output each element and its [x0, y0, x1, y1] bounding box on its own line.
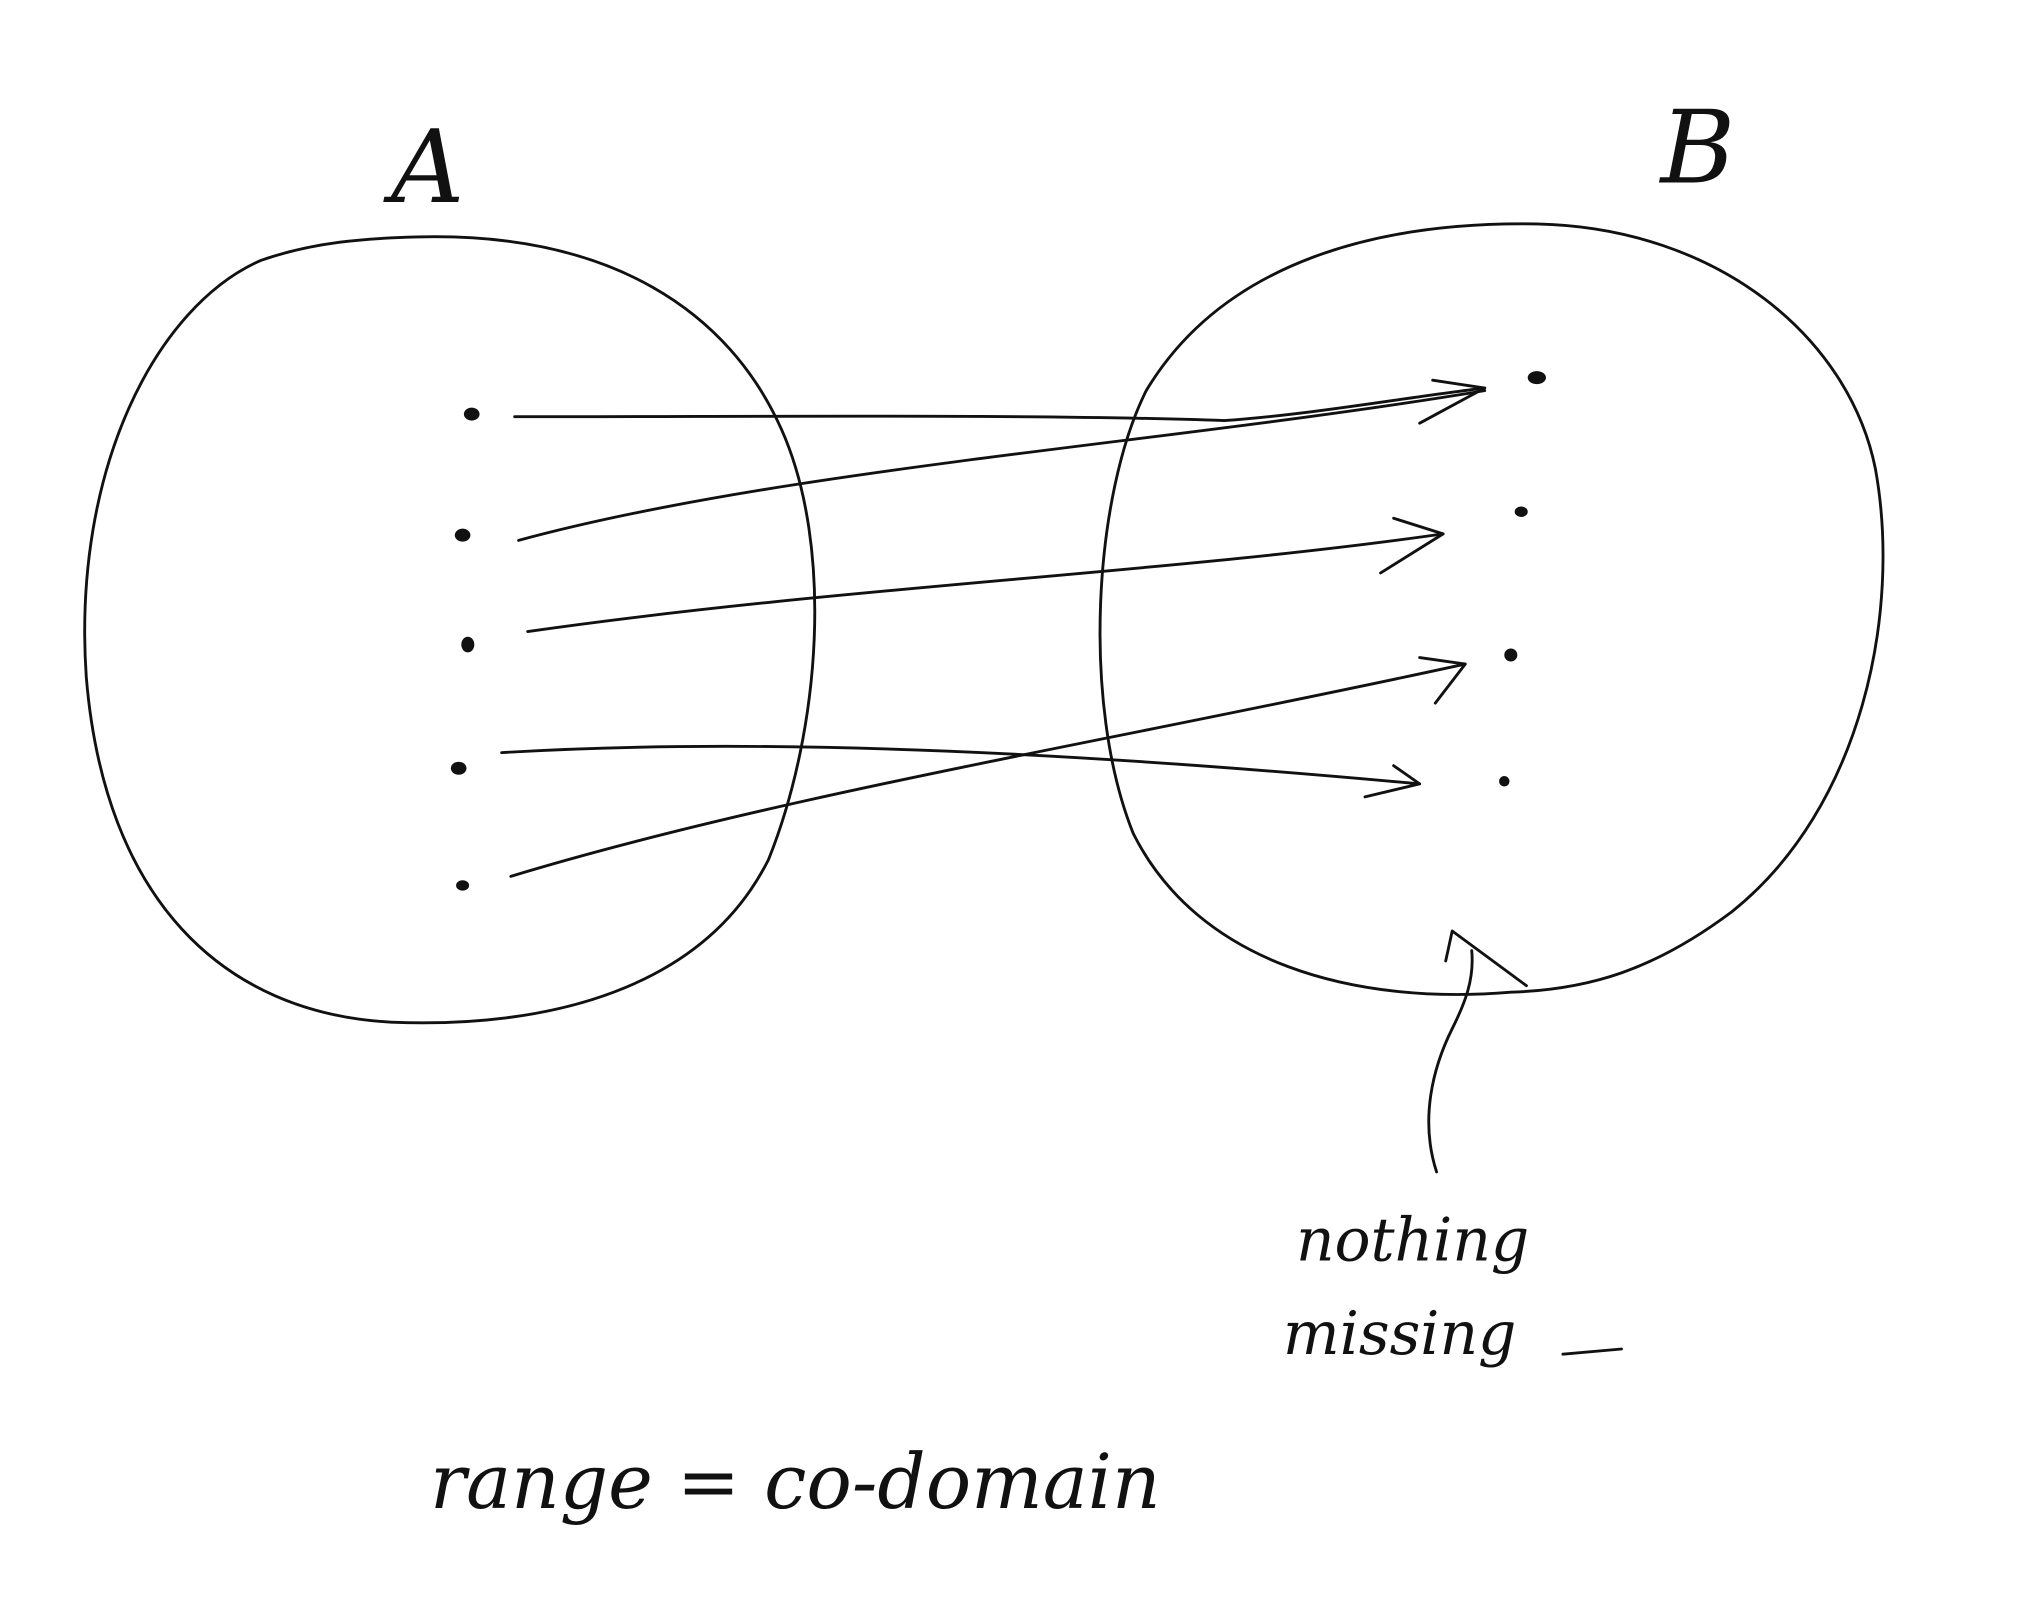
- set-b-element: [1527, 371, 1546, 385]
- set-a-element: [461, 636, 475, 653]
- set-a-element: [456, 880, 470, 891]
- mapping-arrow-head: [1418, 378, 1487, 425]
- set-b-circle: [1098, 222, 1885, 996]
- mapping-arrows: [500, 378, 1487, 878]
- caption-range-equals-codomain: range = co-domain: [430, 1438, 1161, 1526]
- set-b-element: [1514, 506, 1528, 517]
- set-b-label: B: [1659, 88, 1736, 206]
- annotation-line-1: nothing: [1296, 1205, 1529, 1275]
- set-a-element: [454, 528, 471, 542]
- annotation-pointer-arrow-head: [1444, 929, 1528, 988]
- mapping-arrow: [513, 386, 1487, 423]
- mapping-arrow: [517, 389, 1487, 542]
- set-b-element: [1504, 648, 1518, 662]
- annotation-line-2: missing: [1283, 1299, 1516, 1369]
- set-b-elements: [1499, 371, 1546, 787]
- annotation-underline: [1561, 1347, 1623, 1356]
- mapping-arrow: [500, 744, 1422, 786]
- mapping-arrow: [509, 662, 1467, 878]
- set-a-element: [463, 407, 480, 421]
- set-a-circle: [83, 235, 817, 1025]
- mapping-arrow-head: [1418, 656, 1467, 705]
- set-a-label: A: [383, 108, 464, 226]
- mapping-arrow: [526, 532, 1445, 633]
- mapping-arrow-head: [1363, 764, 1422, 799]
- set-b-element: [1499, 776, 1510, 787]
- set-a-elements: [450, 407, 480, 891]
- set-a-element: [450, 761, 467, 775]
- mapping-arrow-head: [1379, 516, 1445, 575]
- annotation-pointer-arrow: [1427, 949, 1474, 1174]
